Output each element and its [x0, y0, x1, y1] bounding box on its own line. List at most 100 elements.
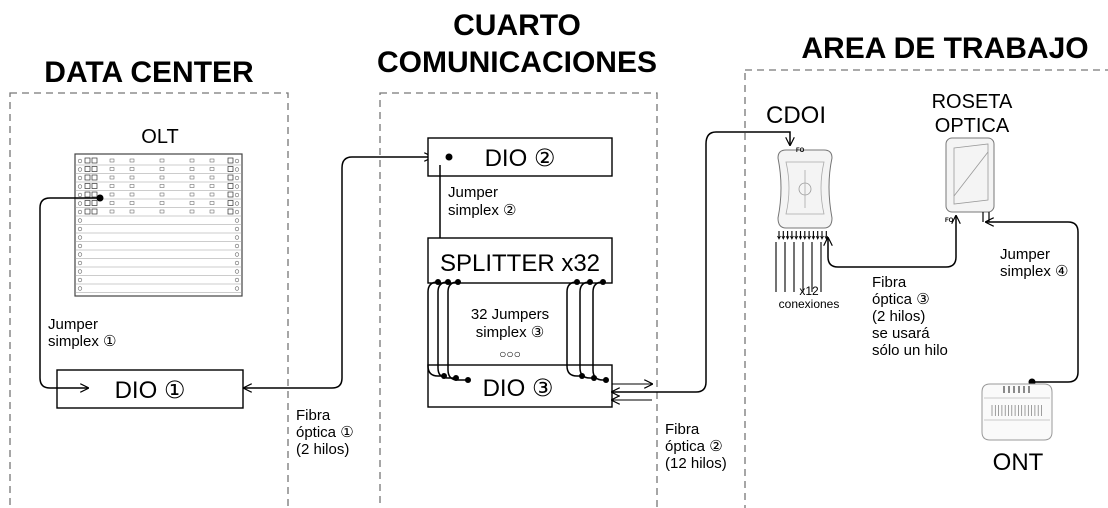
olt-slot-screw	[77, 252, 83, 257]
fibra-3-label-line5: sólo un hilo	[872, 342, 948, 359]
roseta-label-line1: ROSETA	[932, 91, 1013, 113]
olt-port	[84, 157, 91, 164]
olt-slot-screw	[77, 167, 83, 172]
olt-port	[227, 174, 234, 181]
splitter-x32: SPLITTER x32	[427, 237, 613, 284]
jumpers-32-label-line2: simplex ③	[476, 324, 544, 341]
ont: ONT	[981, 383, 1053, 476]
jumper-1-end-dot	[96, 194, 104, 202]
olt-slot-screw	[234, 209, 240, 215]
olt-led	[159, 209, 165, 214]
olt-slot-screw	[234, 192, 240, 198]
olt-port	[227, 157, 234, 164]
dio-3-box	[427, 364, 613, 408]
olt-led	[189, 158, 195, 163]
olt-slot-screw	[77, 269, 83, 274]
olt-port	[91, 183, 98, 189]
olt-led	[189, 209, 195, 214]
fibra-optica-3	[828, 216, 956, 268]
olt-slot-screw	[77, 243, 83, 249]
olt-led	[209, 167, 215, 171]
olt-port	[84, 200, 91, 206]
fibra-3-label-line4: se usará	[872, 325, 930, 342]
olt-slot-screw	[77, 201, 83, 206]
roseta-optica: ROSETA OPTICA FO	[932, 91, 1013, 224]
olt-slot-screw	[77, 277, 83, 283]
olt-slot-screw	[234, 269, 240, 274]
jumpers-32-ellipsis: ○○○	[499, 347, 521, 361]
ont-vents	[991, 386, 1042, 416]
dio-2-label: DIO ②	[485, 145, 556, 172]
jumper-2-label-line1: Jumper	[448, 184, 498, 201]
fibra-2-label-line1: Fibra	[665, 421, 700, 438]
olt-slot-screw	[234, 158, 240, 164]
roseta-label-line2: OPTICA	[935, 115, 1010, 137]
zone-area-trabajo-title: AREA DE TRABAJO	[801, 32, 1088, 65]
olt-led	[209, 175, 215, 180]
jumper-loop-dot	[603, 377, 609, 383]
fibra-1-label-line3: (2 hilos)	[296, 441, 349, 458]
olt-led	[109, 158, 115, 163]
jumper-loop-dot	[455, 279, 461, 285]
olt-slot-screw	[234, 243, 240, 249]
zone-data-center-border	[9, 92, 289, 508]
dio-3-label: DIO ③	[483, 375, 554, 402]
jumper-loop-right-3	[592, 281, 606, 381]
fibra-optica-2-a	[612, 131, 790, 392]
conexiones-label-line2: conexiones	[779, 297, 840, 311]
olt-led	[209, 184, 215, 188]
olt-slot-screw	[77, 218, 83, 223]
olt-port	[91, 200, 98, 206]
olt-led	[129, 201, 135, 205]
olt-port	[91, 174, 98, 181]
olt-led	[189, 192, 195, 197]
olt-port	[84, 174, 91, 181]
cdoi-inner	[785, 161, 825, 215]
olt-led	[209, 192, 215, 197]
splitter-label: SPLITTER x32	[440, 250, 600, 277]
olt-port	[84, 208, 91, 215]
olt-slot-screw	[234, 252, 240, 257]
jumper-loop-dot	[445, 279, 451, 285]
cdoi: CDOI FO x12 conexiones	[766, 102, 839, 311]
olt-led	[209, 158, 215, 163]
olt-port	[91, 166, 98, 172]
olt-slot-screw	[234, 226, 240, 232]
fibra-1-label-line2: óptica ①	[296, 424, 354, 441]
jumper-simplex-1	[39, 197, 100, 388]
jumper-1-label-line1: Jumper	[48, 316, 98, 333]
jumper-4-label-line2: simplex ④	[1000, 263, 1068, 280]
jumper-loop-right-2	[579, 281, 594, 379]
jumper-loop-dot	[579, 373, 585, 379]
olt-label: OLT	[141, 126, 178, 148]
olt-led	[209, 209, 215, 214]
olt-slot-screw	[234, 184, 240, 189]
fibra-3-label-line1: Fibra	[872, 274, 907, 291]
fibra-1-label-line1: Fibra	[296, 407, 331, 424]
olt-port	[91, 191, 98, 198]
dio-2-box	[427, 137, 613, 177]
cdoi-fibers	[775, 242, 822, 292]
olt-chassis	[74, 153, 243, 297]
olt-led	[189, 167, 195, 171]
olt-slot-screw	[234, 167, 240, 172]
cdoi-port-label: FO	[796, 148, 805, 154]
olt-slot-screw	[77, 235, 83, 240]
jumpers-32-label-line1: 32 Jumpers	[471, 306, 549, 323]
jumper-loop-left-2	[437, 281, 456, 379]
cdoi-port-arrow	[794, 235, 799, 240]
olt-led	[129, 209, 135, 214]
olt-led	[109, 184, 115, 188]
dio-2: DIO ②	[427, 137, 613, 177]
olt-led	[159, 158, 165, 163]
roseta-port-label: FO	[945, 218, 954, 224]
cdoi-port-arrow	[807, 235, 811, 240]
olt-port	[227, 208, 234, 215]
olt-slot-screw	[234, 218, 240, 223]
fibra-3-label-line2: óptica ③	[872, 291, 930, 308]
olt-slot-screw	[234, 201, 240, 206]
olt-led	[159, 184, 165, 188]
olt-led	[129, 175, 135, 180]
olt-led	[159, 175, 165, 180]
cdoi-port-arrow	[785, 235, 790, 240]
